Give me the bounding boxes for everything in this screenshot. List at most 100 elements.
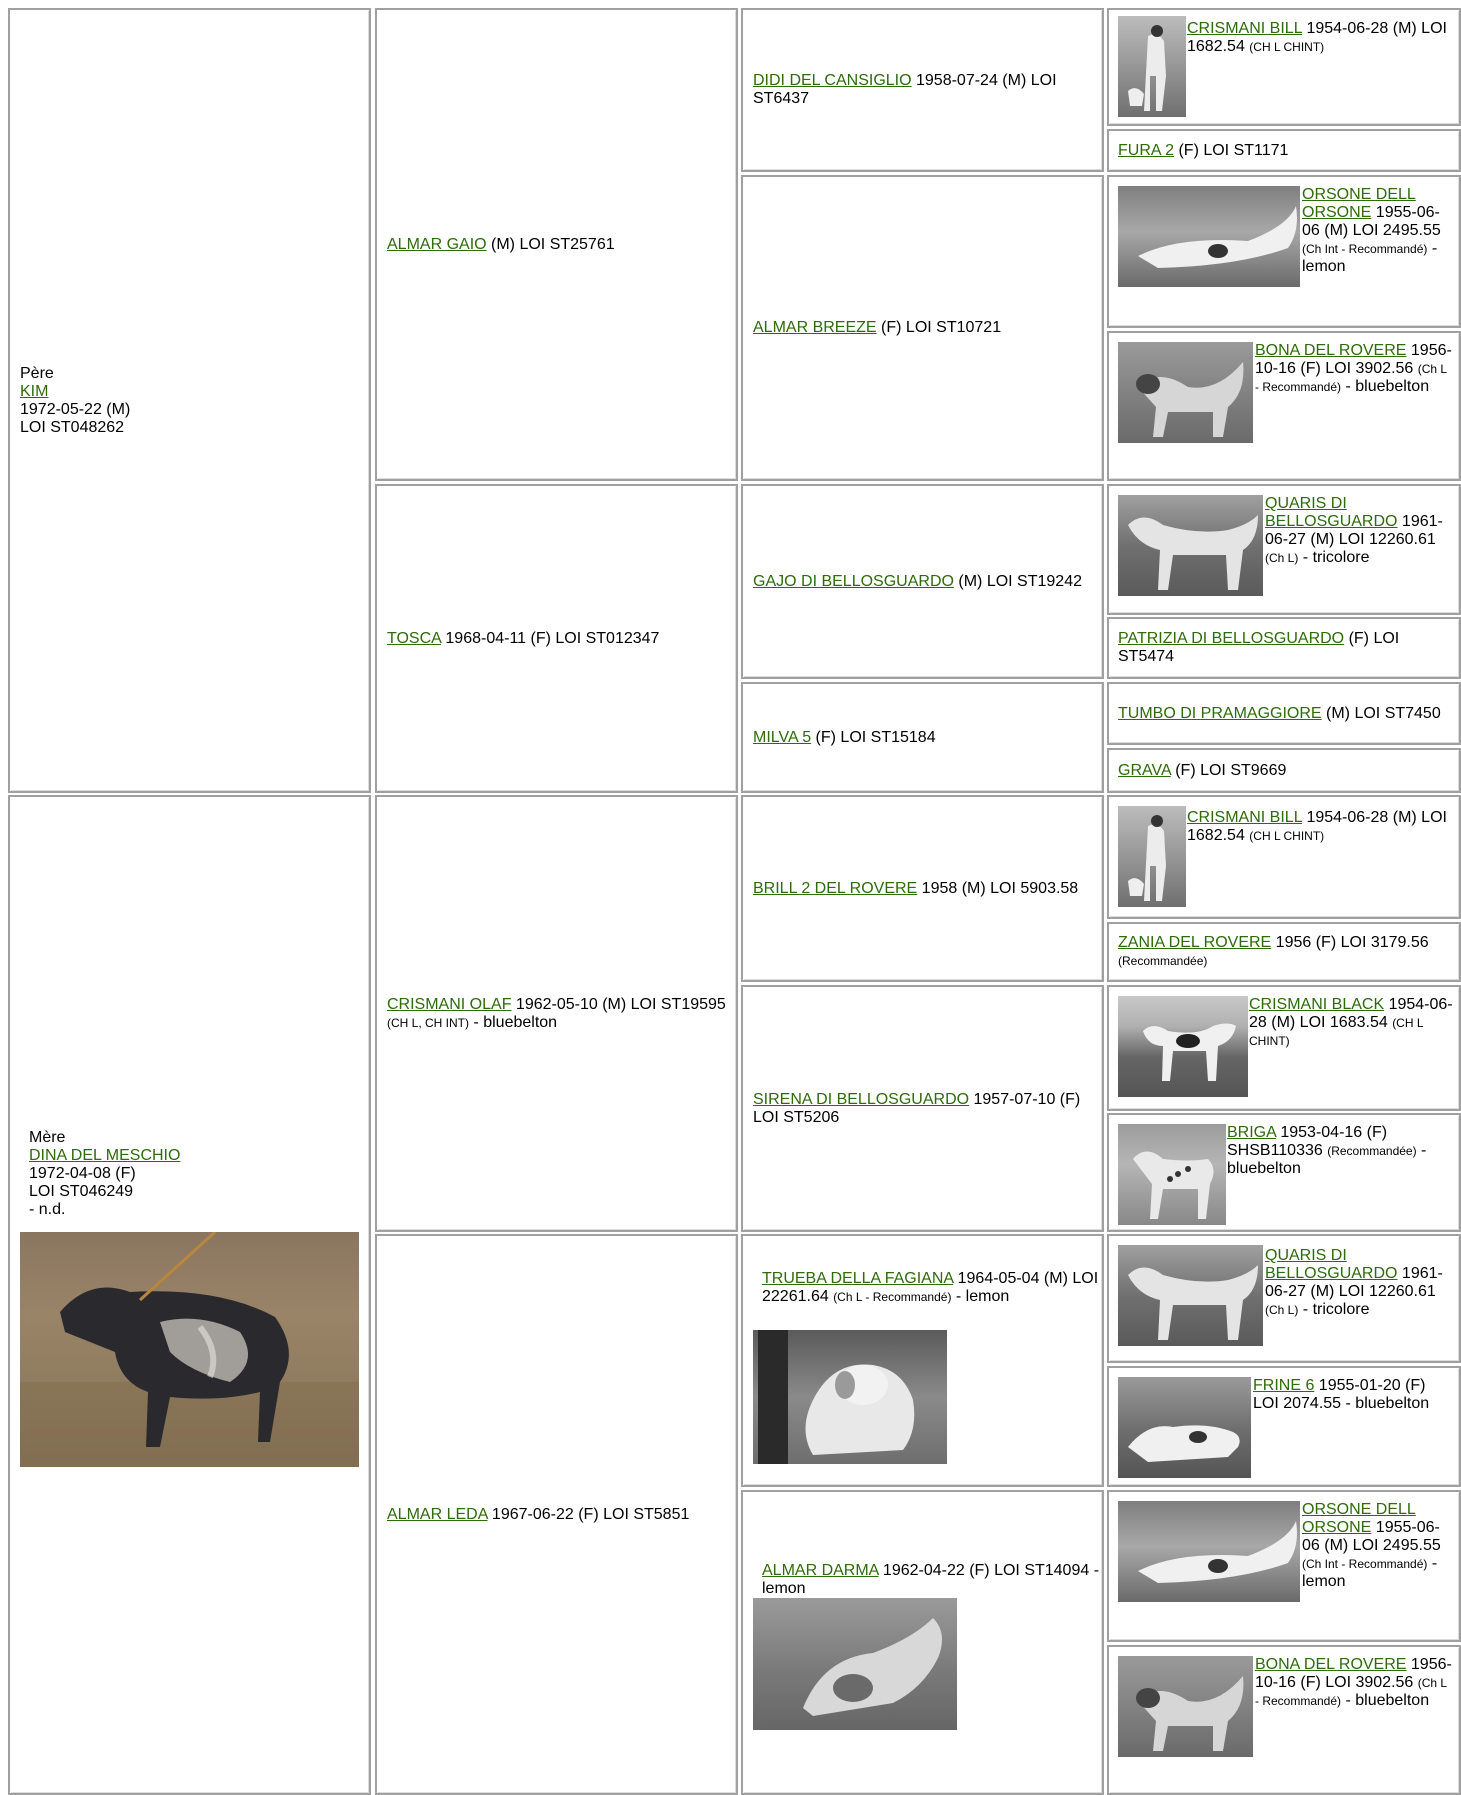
gen4-photo-11 <box>1118 996 1248 1097</box>
gen3-link-1[interactable]: DIDI DEL CANSIGLIO <box>753 72 912 89</box>
dam-birth: 1972-04-08 (F) <box>29 1165 136 1182</box>
gen4-info-11: 1954-06-28 (M) LOI 1683.54 <box>1249 996 1453 1031</box>
gen4-link-5[interactable]: QUARIS DI BELLOSGUARDO <box>1265 495 1398 530</box>
gen4-cell-8: GRAVA (F) LOI ST9669 <box>1107 748 1461 793</box>
gen4-link-3[interactable]: ORSONE DELL ORSONE <box>1302 186 1416 221</box>
dam-role-label: Mère <box>29 1129 66 1146</box>
gen3-info-6: 1957-07-10 (F) LOI ST5206 <box>753 1090 1081 1126</box>
gen2-cell-2: TOSCA 1968-04-11 (F) LOI ST012347 <box>375 484 738 793</box>
gen4-link-9[interactable]: CRISMANI BILL <box>1187 809 1302 826</box>
gen4-color-15: - lemon <box>1302 1555 1438 1590</box>
gen4-info-2: (F) LOI ST1171 <box>1174 141 1289 159</box>
gen2-link-4[interactable]: ALMAR LEDA <box>387 1505 488 1523</box>
gen4-cell-3: ORSONE DELL ORSONE 1955-06-06 (M) LOI 24… <box>1107 175 1461 328</box>
gen4-info-15: 1955-06-06 (M) LOI 2495.55 <box>1302 1519 1441 1554</box>
gen3-link-6[interactable]: SIRENA DI BELLOSGUARDO <box>753 1090 970 1108</box>
gen4-info-9: 1954-06-28 (M) LOI 1682.54 <box>1187 809 1447 844</box>
gen4-cell-2: FURA 2 (F) LOI ST1171 <box>1107 129 1461 172</box>
gen4-cell-10: ZANIA DEL ROVERE 1956 (F) LOI 3179.56 (R… <box>1107 922 1461 982</box>
gen2-info-4: 1967-06-22 (F) LOI ST5851 <box>487 1505 690 1523</box>
gen4-title-3: (Ch Int - Recommandé) <box>1302 242 1428 256</box>
gen3-info-7: 1964-05-04 (M) LOI 22261.64 <box>762 1270 1099 1305</box>
sire-role-label: Père <box>20 364 54 382</box>
gen3-photo-7 <box>753 1330 947 1464</box>
gen4-link-12[interactable]: BRIGA <box>1227 1124 1276 1141</box>
gen4-title-15: (Ch Int - Recommandé) <box>1302 1557 1428 1571</box>
gen3-color-7: - lemon <box>951 1288 1010 1305</box>
gen2-cell-4: ALMAR LEDA 1967-06-22 (F) LOI ST5851 <box>375 1234 738 1795</box>
gen3-photo-8 <box>753 1598 957 1730</box>
gen4-info-13: 1961-06-27 (M) LOI 12260.61 <box>1265 1265 1443 1300</box>
gen2-info-3: 1962-05-10 (M) LOI ST19595 <box>511 995 726 1013</box>
gen4-cell-7: TUMBO DI PRAMAGGIORE (M) LOI ST7450 <box>1107 682 1461 745</box>
gen2-link-2[interactable]: TOSCA <box>387 629 441 647</box>
gen4-photo-5 <box>1118 495 1263 596</box>
gen4-info-6: (F) LOI ST5474 <box>1118 630 1400 665</box>
gen3-cell-7: TRUEBA DELLA FAGIANA 1964-05-04 (M) LOI … <box>741 1234 1104 1487</box>
gen4-photo-9 <box>1118 806 1186 907</box>
gen4-info-4: 1956-10-16 (F) LOI 3902.56 <box>1255 342 1452 377</box>
gen3-cell-6: SIRENA DI BELLOSGUARDO 1957-07-10 (F) LO… <box>741 985 1104 1232</box>
gen4-link-10[interactable]: ZANIA DEL ROVERE <box>1118 934 1272 951</box>
gen3-link-2[interactable]: ALMAR BREEZE <box>753 319 877 336</box>
gen3-link-7[interactable]: TRUEBA DELLA FAGIANA <box>762 1270 954 1287</box>
gen4-link-15[interactable]: ORSONE DELL ORSONE <box>1302 1501 1416 1536</box>
gen3-info-5: 1958 (M) LOI 5903.58 <box>917 879 1079 897</box>
gen4-link-13[interactable]: QUARIS DI BELLOSGUARDO <box>1265 1247 1398 1282</box>
gen4-photo-16 <box>1118 1656 1253 1757</box>
gen2-link-1[interactable]: ALMAR GAIO <box>387 235 487 253</box>
gen3-info-3: (M) LOI ST19242 <box>953 572 1082 590</box>
sire-cell: Père KIM 1972-05-22 (M) LOI ST048262 <box>8 8 371 793</box>
dam-photo <box>20 1232 359 1467</box>
gen3-info-4: (F) LOI ST15184 <box>811 728 936 746</box>
sire-name-link[interactable]: KIM <box>20 382 49 400</box>
gen4-title-4: (Ch L - Recommandé) <box>1255 362 1447 394</box>
gen4-cell-5: QUARIS DI BELLOSGUARDO 1961-06-27 (M) LO… <box>1107 484 1461 615</box>
gen4-link-6[interactable]: PATRIZIA DI BELLOSGUARDO <box>1118 630 1345 647</box>
gen4-link-14[interactable]: FRINE 6 <box>1253 1377 1315 1394</box>
gen4-title-11: (CH L CHINT) <box>1249 1016 1424 1048</box>
gen4-color-4: - bluebelton <box>1341 378 1430 395</box>
gen4-link-8[interactable]: GRAVA <box>1118 761 1171 779</box>
gen4-title-12: (Recommandée) <box>1327 1144 1417 1158</box>
gen4-cell-13: QUARIS DI BELLOSGUARDO 1961-06-27 (M) LO… <box>1107 1234 1461 1363</box>
gen4-cell-4: BONA DEL ROVERE 1956-10-16 (F) LOI 3902.… <box>1107 331 1461 481</box>
gen4-color-16: - bluebelton <box>1341 1692 1430 1709</box>
gen4-photo-4 <box>1118 342 1253 443</box>
gen4-cell-15: ORSONE DELL ORSONE 1955-06-06 (M) LOI 24… <box>1107 1490 1461 1642</box>
gen4-title-9: (CH L CHINT) <box>1249 829 1325 843</box>
gen4-photo-1 <box>1118 16 1186 117</box>
gen4-link-1[interactable]: CRISMANI BILL <box>1187 20 1302 37</box>
gen3-cell-4: MILVA 5 (F) LOI ST15184 <box>741 682 1104 793</box>
gen4-link-11[interactable]: CRISMANI BLACK <box>1249 996 1385 1013</box>
gen3-link-3[interactable]: GAJO DI BELLOSGUARDO <box>753 572 954 590</box>
gen4-info-7: (M) LOI ST7450 <box>1321 704 1441 722</box>
gen4-info-1: 1954-06-28 (M) LOI 1682.54 <box>1187 20 1447 55</box>
sire-birth: 1972-05-22 (M) <box>20 400 131 418</box>
dam-color: - n.d. <box>29 1201 66 1215</box>
gen4-color-12: - bluebelton <box>1227 1142 1427 1177</box>
gen3-link-8[interactable]: ALMAR DARMA <box>762 1562 879 1579</box>
gen4-color-5: - tricolore <box>1298 549 1370 566</box>
gen3-link-5[interactable]: BRILL 2 DEL ROVERE <box>753 879 918 897</box>
gen4-photo-14 <box>1118 1377 1251 1478</box>
gen3-link-4[interactable]: MILVA 5 <box>753 728 812 746</box>
gen4-title-13: (Ch L) <box>1265 1303 1299 1317</box>
gen3-title-7: (Ch L - Recommandé) <box>833 1290 952 1304</box>
gen3-cell-2: ALMAR BREEZE (F) LOI ST10721 <box>741 175 1104 481</box>
gen4-info-12: 1953-04-16 (F) SHSB110336 <box>1227 1124 1388 1159</box>
gen4-link-16[interactable]: BONA DEL ROVERE <box>1255 1656 1407 1673</box>
dam-cell: Mère DINA DEL MESCHIO 1972-04-08 (F) LOI… <box>8 795 371 1795</box>
dam-name-link[interactable]: DINA DEL MESCHIO <box>29 1147 181 1164</box>
gen4-link-2[interactable]: FURA 2 <box>1118 141 1175 159</box>
gen4-link-4[interactable]: BONA DEL ROVERE <box>1255 342 1407 359</box>
gen2-link-3[interactable]: CRISMANI OLAF <box>387 995 512 1013</box>
gen4-title-16: (Ch L - Recommandé) <box>1255 1676 1447 1708</box>
gen4-link-7[interactable]: TUMBO DI PRAMAGGIORE <box>1118 704 1322 722</box>
gen2-cell-1: ALMAR GAIO (M) LOI ST25761 <box>375 8 738 481</box>
gen3-info-1: 1958-07-24 (M) LOI ST6437 <box>753 72 1057 107</box>
gen4-info-5: 1961-06-27 (M) LOI 12260.61 <box>1265 513 1443 548</box>
gen4-info-16: 1956-10-16 (F) LOI 3902.56 <box>1255 1656 1452 1691</box>
gen4-cell-9: CRISMANI BILL 1954-06-28 (M) LOI 1682.54… <box>1107 795 1461 919</box>
gen4-photo-3 <box>1118 186 1300 287</box>
